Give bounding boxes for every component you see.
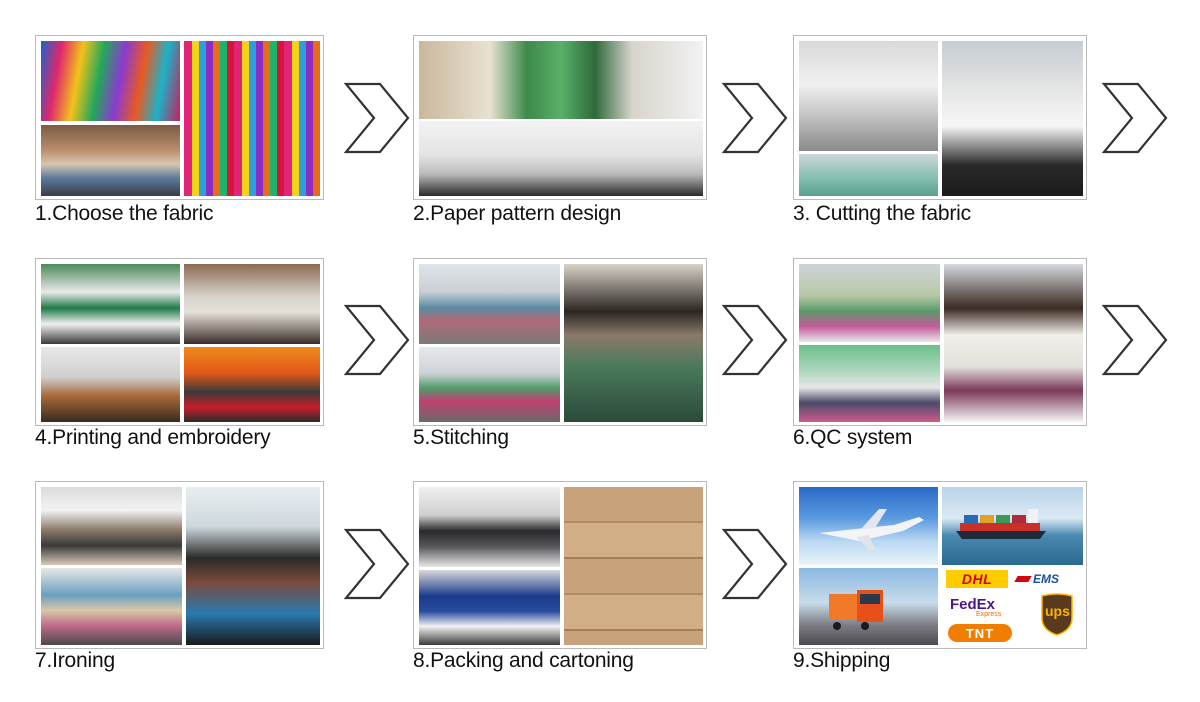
flow-arrow-7-8	[344, 528, 410, 600]
courier-logos-panel: DHL EMS FedEx Express ups TNT	[942, 568, 1083, 645]
ems-logo: EMS	[1014, 571, 1076, 587]
ironing-station-photo	[41, 487, 182, 565]
airplane-photo	[799, 487, 938, 565]
folding-table-photo	[419, 570, 560, 645]
fedex-express-text: Express	[976, 611, 1002, 618]
cad-monitor-photo	[419, 41, 703, 119]
ironing-worker-photo	[41, 568, 182, 645]
step-5-label: 5.Stitching	[413, 426, 509, 449]
step-7-label: 7.Ironing	[35, 649, 115, 672]
step-5-photo-collage	[413, 258, 707, 426]
airplane-icon	[819, 509, 924, 551]
qc-table-photo	[799, 264, 940, 342]
flow-arrow-3-next	[1102, 82, 1168, 154]
tnt-logo-text: TNT	[965, 625, 995, 641]
fabric-market-photo	[41, 125, 180, 196]
step-1-label: 1.Choose the fabric	[35, 202, 214, 225]
plotter-machine-photo	[419, 121, 703, 196]
dhl-logo-text: DHL	[961, 571, 993, 587]
ironing-line-photo	[186, 487, 320, 645]
fabric-layup-photo	[799, 154, 938, 196]
cutting-machine-photo	[799, 41, 938, 151]
embroidery-machine-photo	[41, 264, 180, 344]
fedex-logo-text: FedEx	[950, 596, 996, 613]
sewing-workshop-photo	[419, 347, 560, 422]
step-4-photo-collage	[35, 258, 324, 426]
step-8-photo-collage	[413, 481, 707, 649]
ups-logo: ups	[1040, 592, 1074, 636]
ems-logo-text: EMS	[1033, 572, 1060, 586]
cutting-table-worker-photo	[942, 41, 1083, 196]
step-4-label: 4.Printing and embroidery	[35, 426, 271, 449]
flow-arrow-1-2	[344, 82, 410, 154]
container-ship-icon	[956, 509, 1046, 539]
step-2-photo-collage	[413, 35, 707, 200]
step-9-label: 9.Shipping	[793, 649, 891, 672]
flow-arrow-4-5	[344, 304, 410, 376]
truck-bridge-photo	[799, 568, 938, 645]
step-6-label: 6.QC system	[793, 426, 913, 449]
dhl-logo: DHL	[946, 570, 1008, 588]
sewing-worker-photo	[564, 264, 703, 422]
step-2-label: 2.Paper pattern design	[413, 202, 622, 225]
step-7-photo-collage	[35, 481, 324, 649]
qc-garment-check-photo	[799, 345, 940, 422]
sublimation-printer-photo	[41, 347, 180, 422]
flow-arrow-5-6	[722, 304, 788, 376]
polybag-packing-photo	[419, 487, 560, 567]
truck-icon	[829, 590, 883, 630]
qc-inspector-photo	[944, 264, 1083, 422]
step-6-photo-collage	[793, 258, 1087, 426]
flow-arrow-8-9	[722, 528, 788, 600]
ups-shield-icon	[1041, 593, 1073, 636]
fabric-rolls-photo	[184, 41, 320, 196]
step-9-photo-collage: DHL EMS FedEx Express ups TNT	[793, 481, 1087, 649]
cartons-stack-photo	[564, 487, 703, 645]
step-8-label: 8.Packing and cartoning	[413, 649, 634, 672]
fabric-swatches-photo	[41, 41, 180, 121]
heat-press-photo	[184, 347, 320, 422]
step-1-photo-collage	[35, 35, 324, 200]
tnt-logo: TNT	[948, 624, 1012, 642]
flow-arrow-2-3	[722, 82, 788, 154]
flow-arrow-6-next	[1102, 304, 1168, 376]
printing-line-photo	[184, 264, 320, 344]
step-3-photo-collage	[793, 35, 1087, 200]
step-3-label: 3. Cutting the fabric	[793, 202, 971, 225]
ems-wing-icon	[1014, 576, 1032, 582]
fedex-logo: FedEx Express	[950, 596, 1016, 620]
ups-logo-text: ups	[1045, 603, 1070, 619]
cargo-ship-photo	[942, 487, 1083, 565]
sewing-floor-photo	[419, 264, 560, 344]
